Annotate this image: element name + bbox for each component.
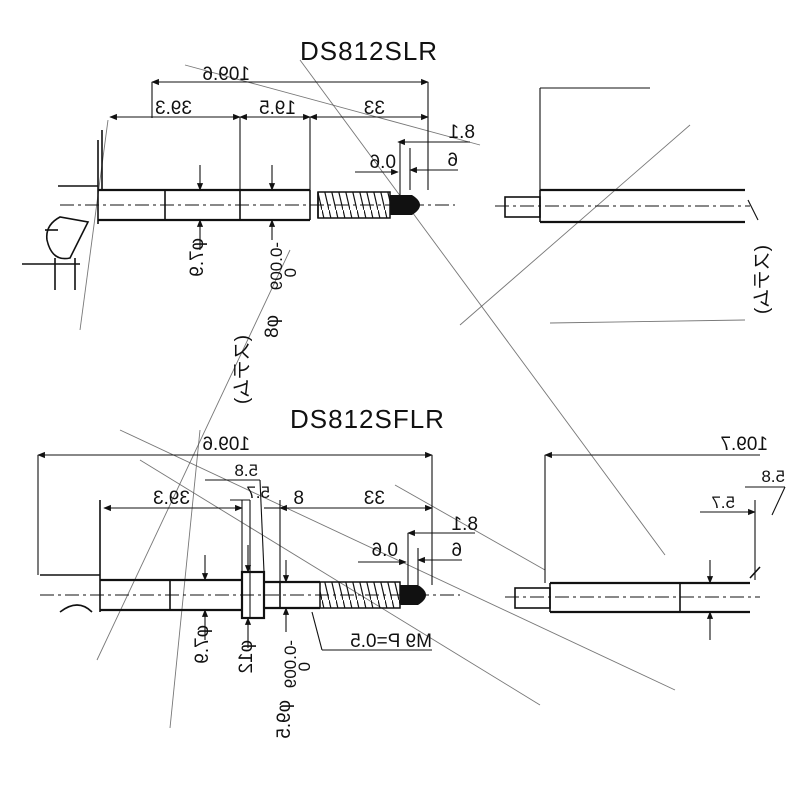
top-right-stem-note: (ステム) bbox=[752, 245, 773, 314]
bottom-holder bbox=[40, 500, 101, 613]
top-tol-lower: -0.009 bbox=[267, 242, 286, 290]
bottom-flange-b-dim: 5.7 bbox=[246, 483, 270, 502]
top-overall-dim: 109.6 bbox=[202, 64, 250, 85]
bottom-left-seg-dim: 39.3 bbox=[153, 488, 190, 509]
bottom-mid-seg-dim: 8 bbox=[293, 488, 304, 509]
top-holder bbox=[22, 130, 103, 290]
bottom-tip-c-dim: 6 bbox=[451, 540, 462, 561]
bottom-right-overall-dim: 109.7 bbox=[720, 434, 768, 455]
bottom-shaft bbox=[40, 570, 460, 620]
bottom-right-seg-dim: 33 bbox=[364, 488, 385, 509]
top-view: DS812SLR 10 bbox=[22, 36, 475, 404]
bottom-view: DS812SFLR 109.6 bbox=[37, 404, 478, 739]
top-right-seg-dim: 33 bbox=[364, 98, 385, 119]
top-mid-seg-dim: 19.5 bbox=[259, 98, 296, 119]
top-tip-a-dim: 8.1 bbox=[449, 122, 475, 143]
top-tip-b-dim: 0.6 bbox=[370, 152, 396, 173]
bottom-dia-tol: φ9.5 bbox=[274, 700, 295, 739]
top-tol-upper: 0 bbox=[281, 268, 300, 277]
scan-artifacts bbox=[79, 59, 746, 729]
top-right-view: (ステム) bbox=[495, 87, 773, 314]
bottom-right-flange-a-dim: 5.8 bbox=[761, 467, 785, 486]
model-label-top: DS812SLR bbox=[300, 36, 438, 66]
top-shaft bbox=[60, 188, 455, 222]
bottom-tip-a-dim: 8.1 bbox=[452, 514, 478, 535]
bottom-dia-body: φ7.9 bbox=[192, 625, 213, 664]
top-stem-note: (ステム) bbox=[232, 335, 253, 404]
top-dia-body: φ7.9 bbox=[187, 238, 208, 277]
top-tip-c-dim: 6 bbox=[447, 150, 458, 171]
bottom-right-view: 109.7 5.8 5.7 bbox=[505, 434, 786, 640]
bottom-overall-dim: 109.6 bbox=[202, 434, 250, 455]
bottom-tol-lower: -0.009 bbox=[281, 640, 300, 688]
bottom-thread-callout: M9 P=0.5 bbox=[350, 631, 432, 652]
bottom-flange-a-dim: 5.8 bbox=[234, 461, 258, 480]
bottom-tol-upper: 0 bbox=[295, 662, 314, 671]
model-label-bottom: DS812SFLR bbox=[290, 404, 445, 434]
top-dimensions: 109.6 39.3 19.5 33 8.1 6 0.6 φ7.9 φ8 0 bbox=[109, 64, 475, 404]
bottom-dia-flange: φ12 bbox=[236, 640, 257, 673]
top-left-seg-dim: 39.3 bbox=[155, 98, 192, 119]
bottom-tip-b-dim: 0.6 bbox=[372, 540, 398, 561]
top-dia-tol: φ8 bbox=[262, 315, 283, 338]
bottom-right-flange-b-dim: 5.7 bbox=[711, 493, 735, 512]
bottom-dimensions: 109.6 39.3 5.8 5.7 8 33 8.1 6 0.6 bbox=[37, 434, 478, 739]
